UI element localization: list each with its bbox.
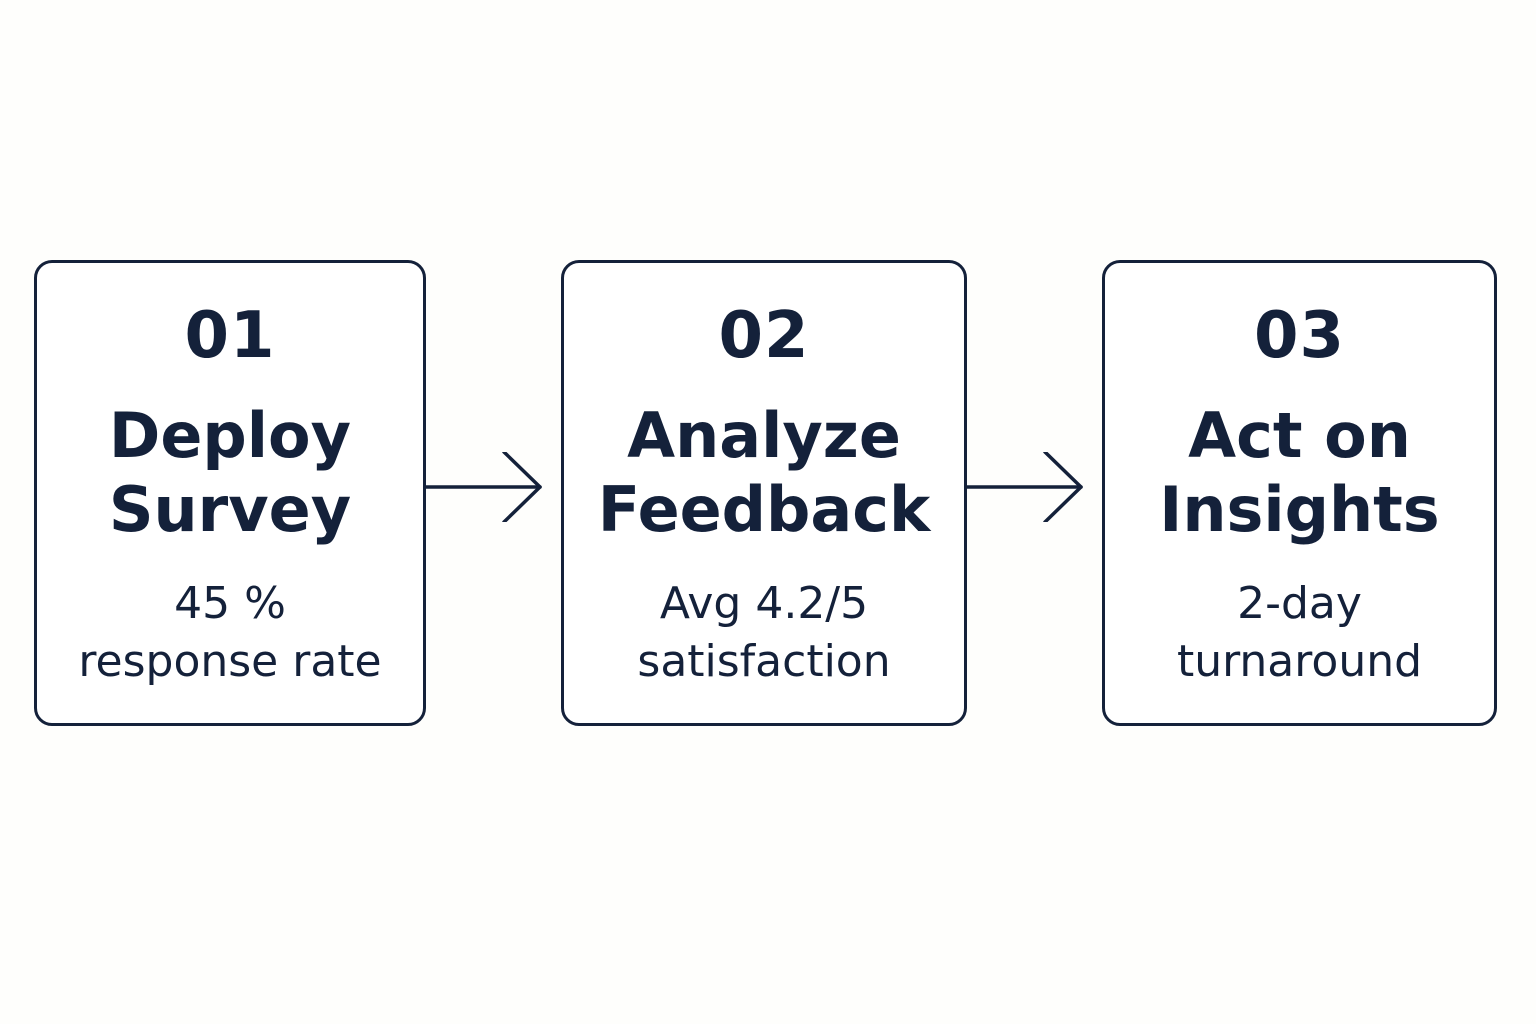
step-title: Deploy Survey [37,399,423,547]
arrow-right-icon [426,452,542,522]
step-title: Analyze Feedback [564,399,964,547]
step-metric-line: satisfaction [637,636,891,687]
step-title-line: Analyze [627,399,901,472]
step-number: 03 [1253,299,1346,373]
step-box-3: 03 Act on Insights 2-day turnaround [1102,260,1497,726]
step-number: 01 [184,299,276,373]
step-title: Act on Insights [1105,399,1494,547]
step-metric-line: response rate [78,636,382,687]
step-metric-line: 2-day [1237,578,1362,629]
step-title-line: Act on [1188,399,1411,472]
step-number: 02 [718,299,810,373]
step-metric: 45 % response rate [37,575,423,691]
step-metric: Avg 4.2/5 satisfaction [564,575,964,691]
arrow-right-icon [967,452,1083,522]
step-title-line: Survey [108,473,352,546]
step-box-2: 02 Analyze Feedback Avg 4.2/5 satisfacti… [561,260,967,726]
step-title-line: Feedback [597,473,931,546]
step-metric-line: 45 % [174,578,286,629]
step-box-1: 01 Deploy Survey 45 % response rate [34,260,426,726]
step-title-line: Insights [1159,473,1440,546]
step-metric-line: Avg 4.2/5 [659,578,869,629]
step-metric-line: turnaround [1176,636,1423,687]
step-title-line: Deploy [108,399,352,472]
step-metric: 2-day turnaround [1105,575,1494,691]
